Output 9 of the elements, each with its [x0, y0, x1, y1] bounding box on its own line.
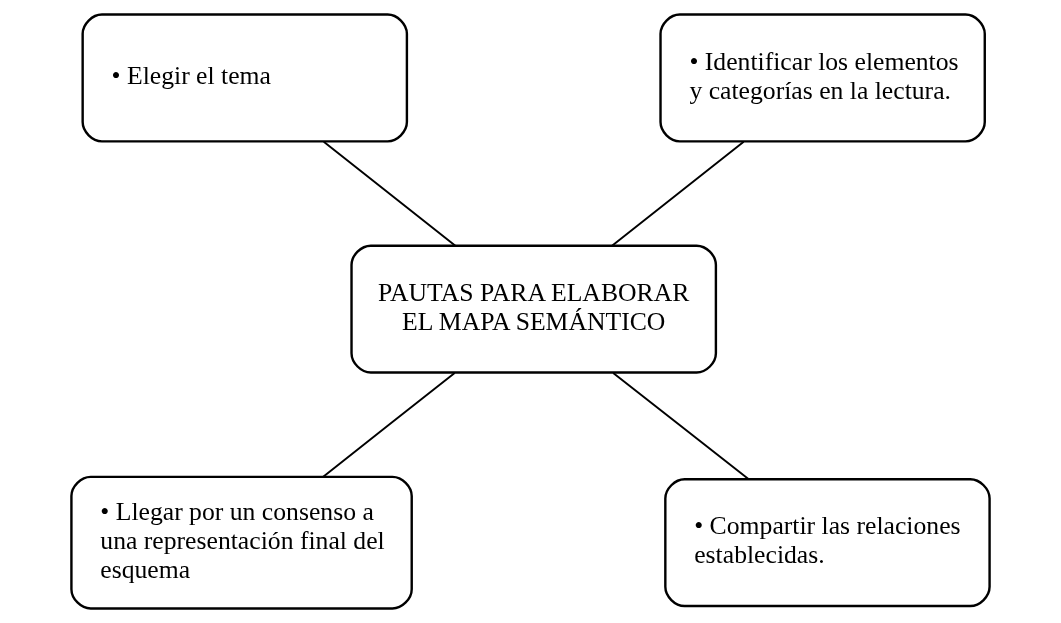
node-box: PAUTAS PARA ELABORAR EL MAPA SEMÁNTICO [350, 244, 718, 374]
node-box: • Identificar los elementos y categorías en la lectura. [659, 13, 986, 143]
connector [322, 140, 457, 247]
connector [612, 372, 750, 480]
node-box: • Compartir las relaciones establecidas. [664, 478, 991, 608]
connector [611, 140, 745, 247]
node-box: • Llegar por un consenso a una representación final del esquema [70, 475, 413, 610]
connector [322, 372, 456, 478]
node-box: • Elegir el tema [81, 13, 409, 143]
